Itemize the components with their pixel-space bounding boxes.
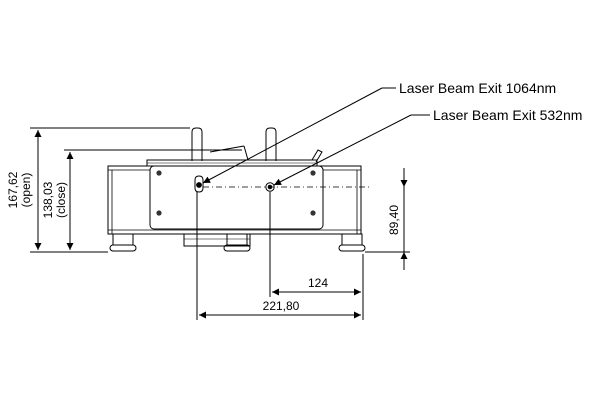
dim-height-close-note: (close) [54,182,68,218]
dim-height-open-value: 167,62 [6,171,20,208]
front-plate [149,165,324,230]
dim-beam-spacing-value: 124 [308,276,328,290]
screw-icon [156,210,162,216]
dim-height-open-note: (open) [19,173,33,208]
screw-icon [310,210,316,216]
callout-532nm: Laser Beam Exit 532nm [433,107,582,123]
base-block [183,233,251,247]
screw-icon [310,170,316,176]
beam-exit-1064-aperture [194,175,204,193]
dim-overall-width-value: 221,80 [263,299,300,313]
foot-right [338,233,366,252]
handle-left [191,127,203,161]
callout-1064nm: Laser Beam Exit 1064nm [399,80,556,96]
foot-center [223,233,251,252]
dim-height-close-value: 138,03 [41,181,55,218]
dim-overall-width [196,192,361,320]
dim-beam-height [365,168,410,270]
lid-edge [209,145,245,153]
dim-height-close [64,149,242,250]
dim-beam-spacing [269,192,364,320]
dim-height-open [30,127,190,253]
callout-leaders [202,87,430,186]
dim-beam-height-value: 89,40 [387,205,401,235]
screws [156,170,316,216]
laser-head [107,127,366,252]
screw-icon [156,170,162,176]
handle-right [265,127,277,161]
foot-left [109,233,137,252]
